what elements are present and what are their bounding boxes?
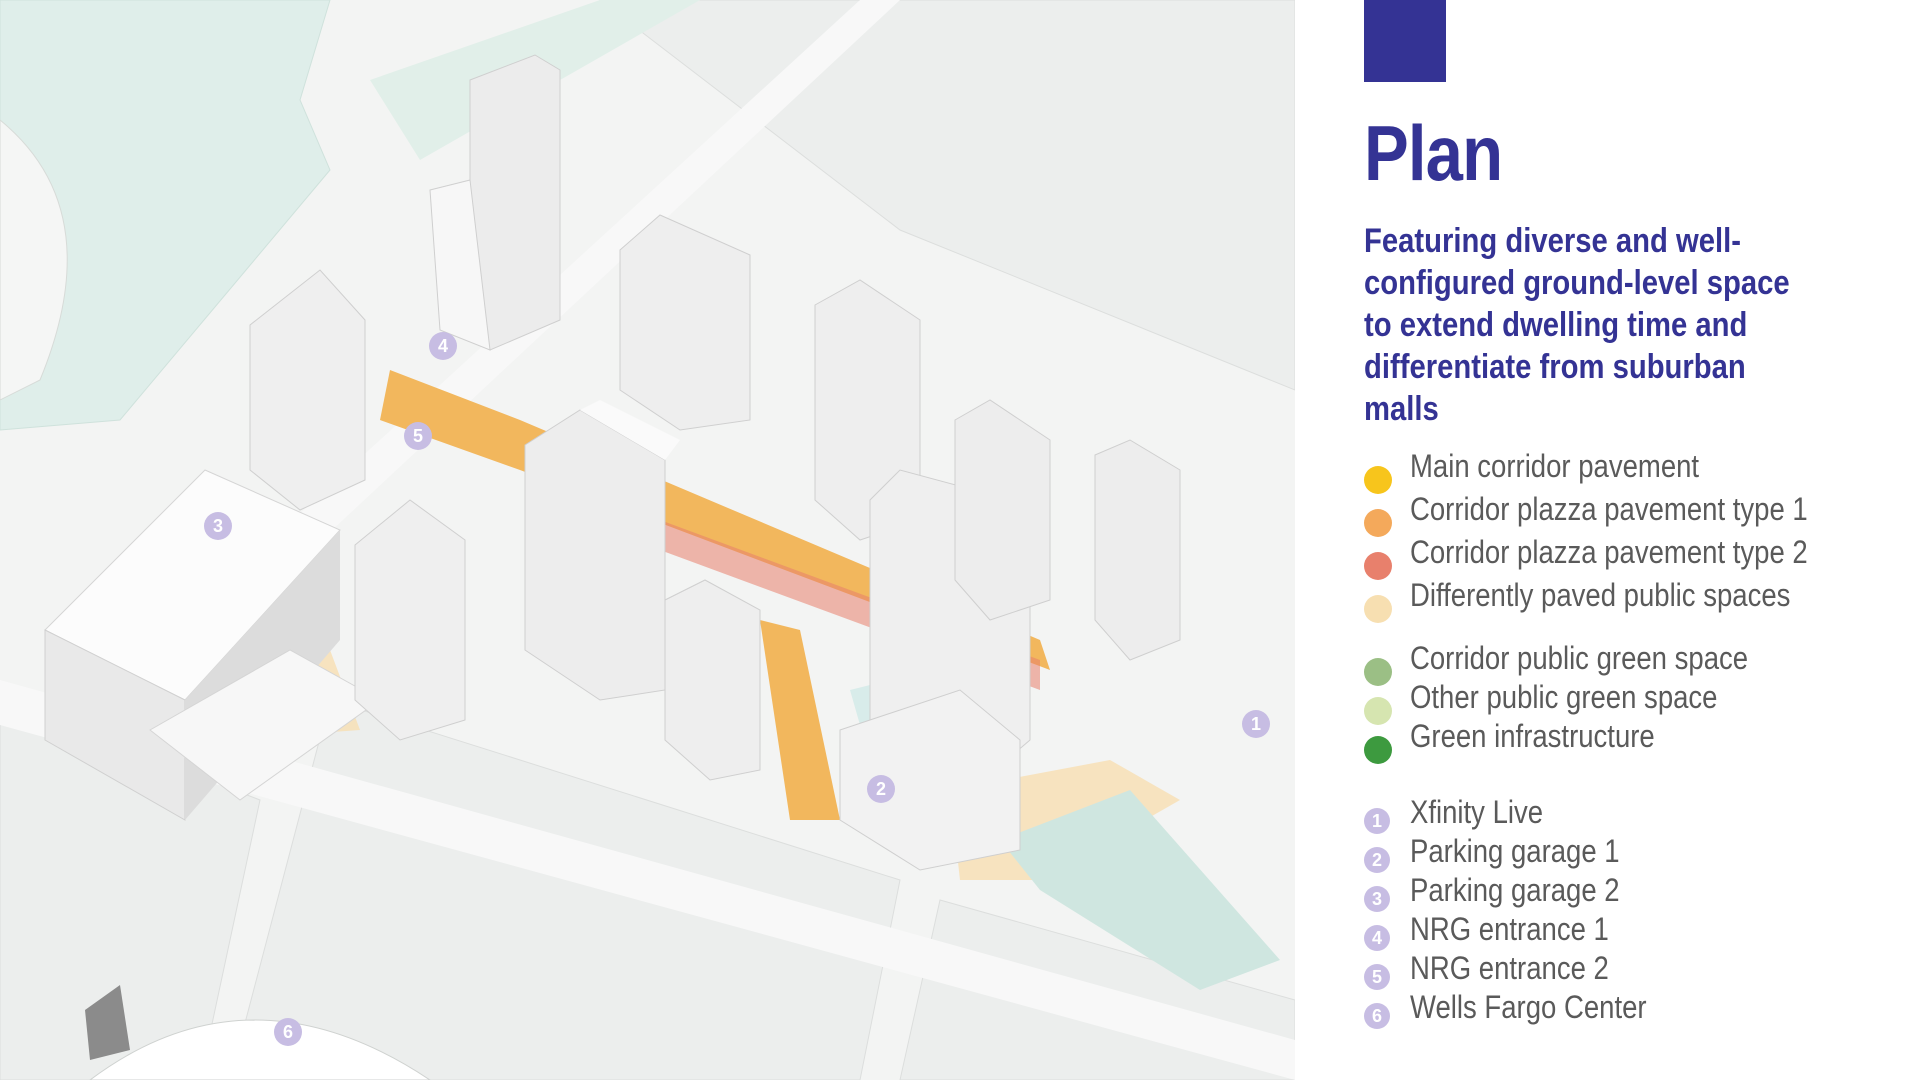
legend-label: Green infrastructure: [1410, 718, 1655, 754]
legend-label: Corridor plazza pavement type 1: [1410, 491, 1808, 527]
tower-w: [249, 269, 366, 511]
swatch-icon: [1364, 552, 1392, 580]
tower-sw: [354, 499, 466, 741]
page-title: Plan: [1364, 109, 1503, 197]
marker-icon: 2: [1364, 847, 1390, 873]
road: [0, 680, 1295, 1080]
legend-label: Differently paved public spaces: [1410, 577, 1791, 613]
marker-icon: 3: [1364, 886, 1390, 912]
tower-s: [664, 579, 761, 781]
tower-mid-north: [619, 214, 751, 431]
stadium-edge: [0, 119, 68, 401]
map-marker-3: 3: [204, 512, 232, 540]
garage-1: [839, 689, 1021, 871]
swatch-icon: [1364, 595, 1392, 623]
site-drawing: [0, 0, 1295, 1080]
legend-label: Xfinity Live: [1410, 794, 1544, 830]
map-marker-1: 1: [1242, 710, 1270, 738]
swatch-icon: [1364, 509, 1392, 537]
map-marker-6: 6: [274, 1018, 302, 1046]
legend-label: Other public green space: [1410, 679, 1718, 715]
page-subtitle: Featuring diverse and well-configured gr…: [1364, 222, 1790, 428]
legend-label: NRG entrance 1: [1410, 911, 1609, 947]
legend-panel: Plan Featuring diverse and well-configur…: [1295, 0, 1920, 1080]
green-infrastructure: [1000, 790, 1280, 990]
swatch-icon: [1364, 736, 1392, 764]
tower-e2: [954, 399, 1051, 621]
legend-label: NRG entrance 2: [1410, 950, 1609, 986]
stadium-lawn: [0, 0, 331, 431]
tower-nw: [429, 54, 561, 351]
legend-label: Main corridor pavement: [1410, 448, 1700, 484]
marker-icon: 4: [1364, 925, 1390, 951]
axonometric-plan: 1 2 3 4 5 6: [0, 0, 1295, 1080]
accent-block: [1364, 0, 1446, 82]
legend-label: Corridor plazza pavement type 2: [1410, 534, 1808, 570]
legend-label: Wells Fargo Center: [1410, 989, 1647, 1025]
swatch-icon: [1364, 658, 1392, 686]
legend-label: Parking garage 2: [1410, 872, 1620, 908]
legend-label: Corridor public green space: [1410, 640, 1749, 676]
swatch-icon: [1364, 466, 1392, 494]
tower-center: [524, 400, 680, 701]
tower-e3: [1094, 439, 1181, 661]
corridor-branch: [760, 620, 840, 820]
marker-icon: 1: [1364, 808, 1390, 834]
marker-icon: 6: [1364, 1003, 1390, 1029]
map-marker-4: 4: [429, 332, 457, 360]
map-marker-2: 2: [867, 775, 895, 803]
arena-entry: [85, 985, 130, 1060]
legend-label: Parking garage 1: [1410, 833, 1620, 869]
swatch-icon: [1364, 697, 1392, 725]
marker-icon: 5: [1364, 964, 1390, 990]
map-marker-5: 5: [404, 422, 432, 450]
arena-edge: [89, 1019, 431, 1080]
